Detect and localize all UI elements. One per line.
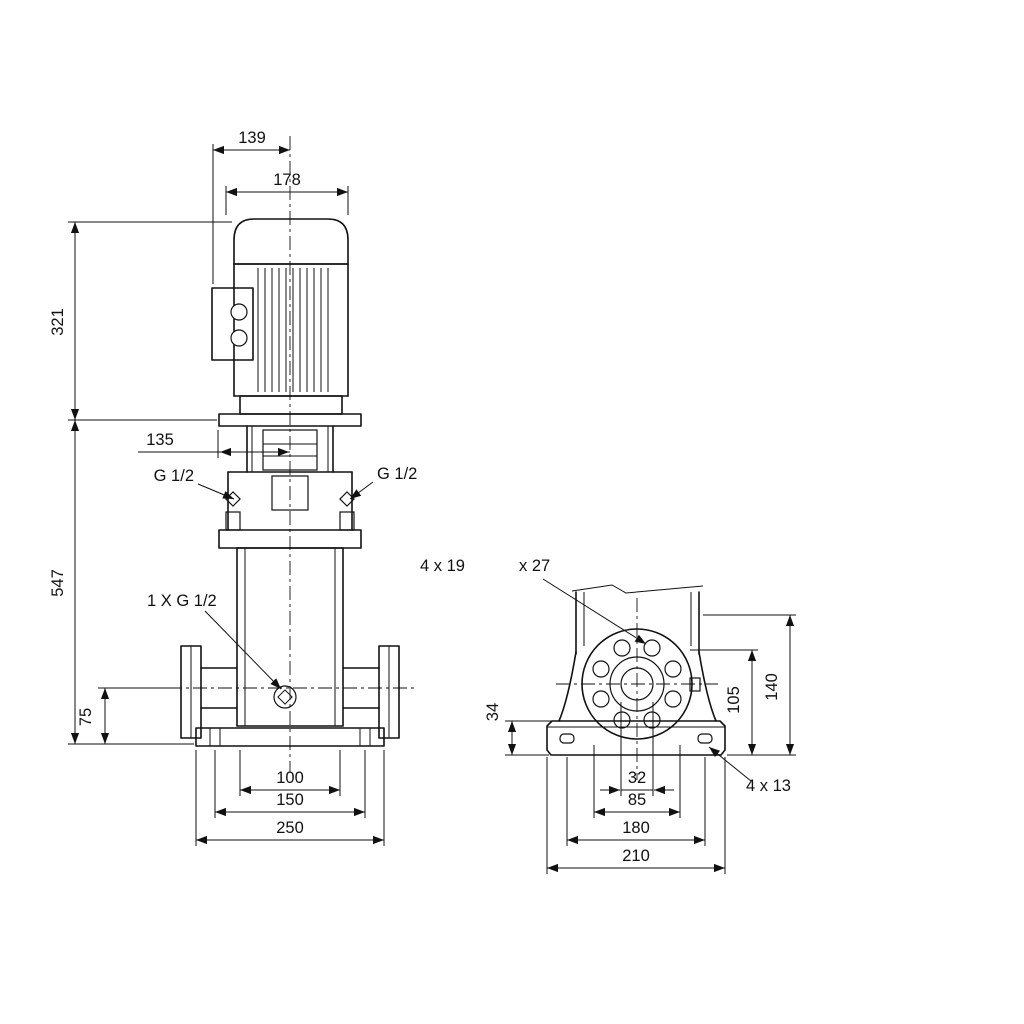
dim-250: 250 (195, 750, 385, 846)
drain-plug (273, 685, 297, 709)
terminal-box (211, 287, 254, 361)
motor-stool (246, 425, 334, 473)
dim-100-label: 100 (276, 769, 304, 787)
side-flange (581, 628, 701, 740)
dim-135-label: 135 (146, 431, 174, 449)
dim-150: 150 (214, 750, 366, 818)
front-view: 139 178 321 547 75 135 (49, 129, 417, 846)
dim-178: 178 (225, 171, 349, 215)
dim-210-label: 210 (622, 847, 650, 865)
dim-32: 32 (600, 702, 674, 796)
front-centerlines (168, 136, 414, 772)
dim-105: 105 (690, 649, 758, 756)
dim-140: 140 (703, 614, 796, 756)
label-flange-holes: 4 x 19 x 27 (420, 557, 647, 645)
label-drain: 1 X G 1/2 (147, 592, 282, 690)
side-view: 4 x 19 x 27 34 105 140 32 (420, 557, 796, 874)
side-base-plate (546, 720, 726, 756)
dim-135: 135 (138, 430, 290, 458)
dim-32-label: 32 (628, 769, 646, 787)
flange-holes-suffix-label: x 27 (519, 557, 550, 575)
dim-139: 139 (212, 129, 290, 284)
motor-outline (233, 218, 349, 397)
g12-right-label: G 1/2 (377, 465, 417, 483)
dim-85-label: 85 (628, 791, 646, 809)
flange-holes-label: 4 x 19 (420, 557, 465, 575)
chamber-stack (236, 547, 344, 727)
left-port-flange (180, 645, 238, 739)
g12-left-label: G 1/2 (154, 467, 194, 485)
dim-100: 100 (239, 750, 341, 796)
dim-140-label: 140 (763, 673, 781, 701)
base-holes-label: 4 x 13 (746, 777, 791, 795)
dim-321-label: 321 (49, 308, 67, 336)
dim-150-label: 150 (276, 791, 304, 809)
dim-34-label: 34 (484, 703, 502, 721)
label-base-holes: 4 x 13 (708, 746, 791, 795)
dim-547-label: 547 (49, 569, 67, 597)
dim-34: 34 (484, 703, 552, 756)
dim-210: 210 (546, 757, 726, 874)
dim-75: 75 (77, 687, 178, 744)
dim-321: 321 (49, 221, 232, 421)
dim-250-label: 250 (276, 819, 304, 837)
dim-85: 85 (593, 745, 681, 818)
side-centerlines (556, 598, 718, 780)
right-port-flange (342, 645, 400, 739)
dim-139-label: 139 (238, 129, 266, 147)
dim-547: 547 (49, 420, 194, 745)
motor-flange (218, 395, 362, 427)
dim-178-label: 178 (273, 171, 301, 189)
dim-105-label: 105 (725, 686, 743, 714)
side-column (558, 584, 717, 722)
dim-75-label: 75 (77, 708, 95, 726)
motor-cooling-fins (257, 268, 329, 392)
front-base-plate (195, 727, 385, 747)
label-g12-left: G 1/2 (154, 467, 235, 500)
drain-label: 1 X G 1/2 (147, 592, 217, 610)
dim-180: 180 (566, 757, 706, 846)
label-g12-right: G 1/2 (349, 465, 417, 500)
dim-180-label: 180 (622, 819, 650, 837)
